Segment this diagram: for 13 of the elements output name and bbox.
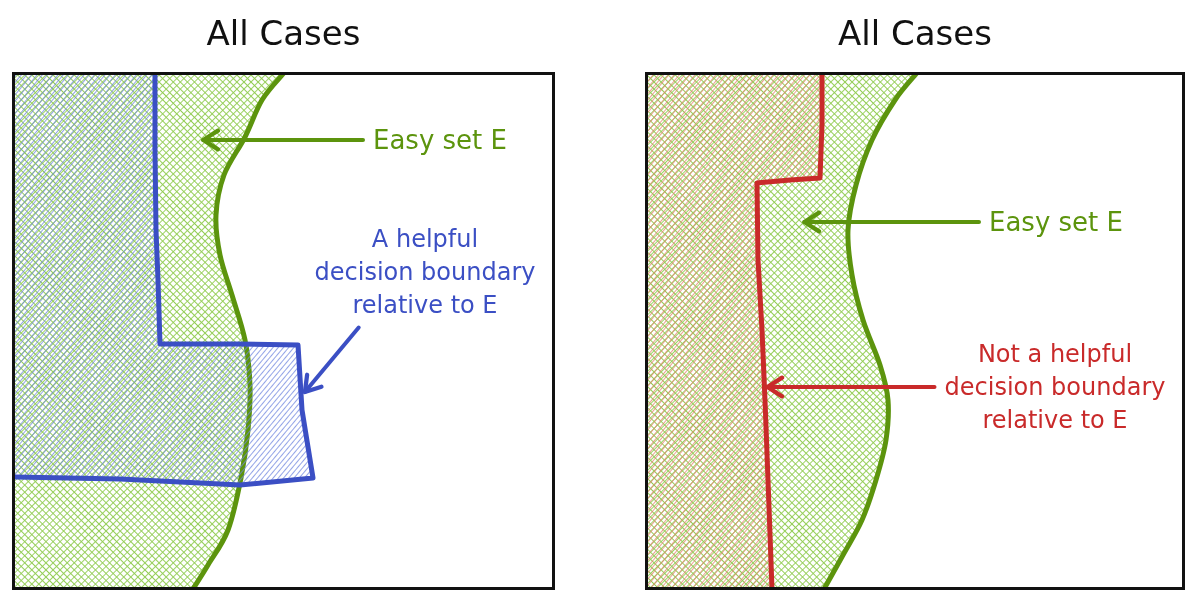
arrow <box>302 325 361 395</box>
annotation-text: Easy set E <box>989 204 1123 240</box>
easy-set-region <box>648 75 919 587</box>
decision-region <box>648 75 825 587</box>
arrow <box>201 128 365 152</box>
annotation-text: Not a helpful decision boundary relative to E <box>944 337 1166 437</box>
annotation-text: Easy set E <box>373 122 507 158</box>
panel-heading: All Cases <box>838 13 992 53</box>
panel-heading: All Cases <box>206 13 361 53</box>
arrow <box>765 375 937 399</box>
annotation-text: A helpful decision boundary relative to E <box>314 222 536 322</box>
decision-region <box>15 75 316 488</box>
arrow <box>802 210 981 234</box>
